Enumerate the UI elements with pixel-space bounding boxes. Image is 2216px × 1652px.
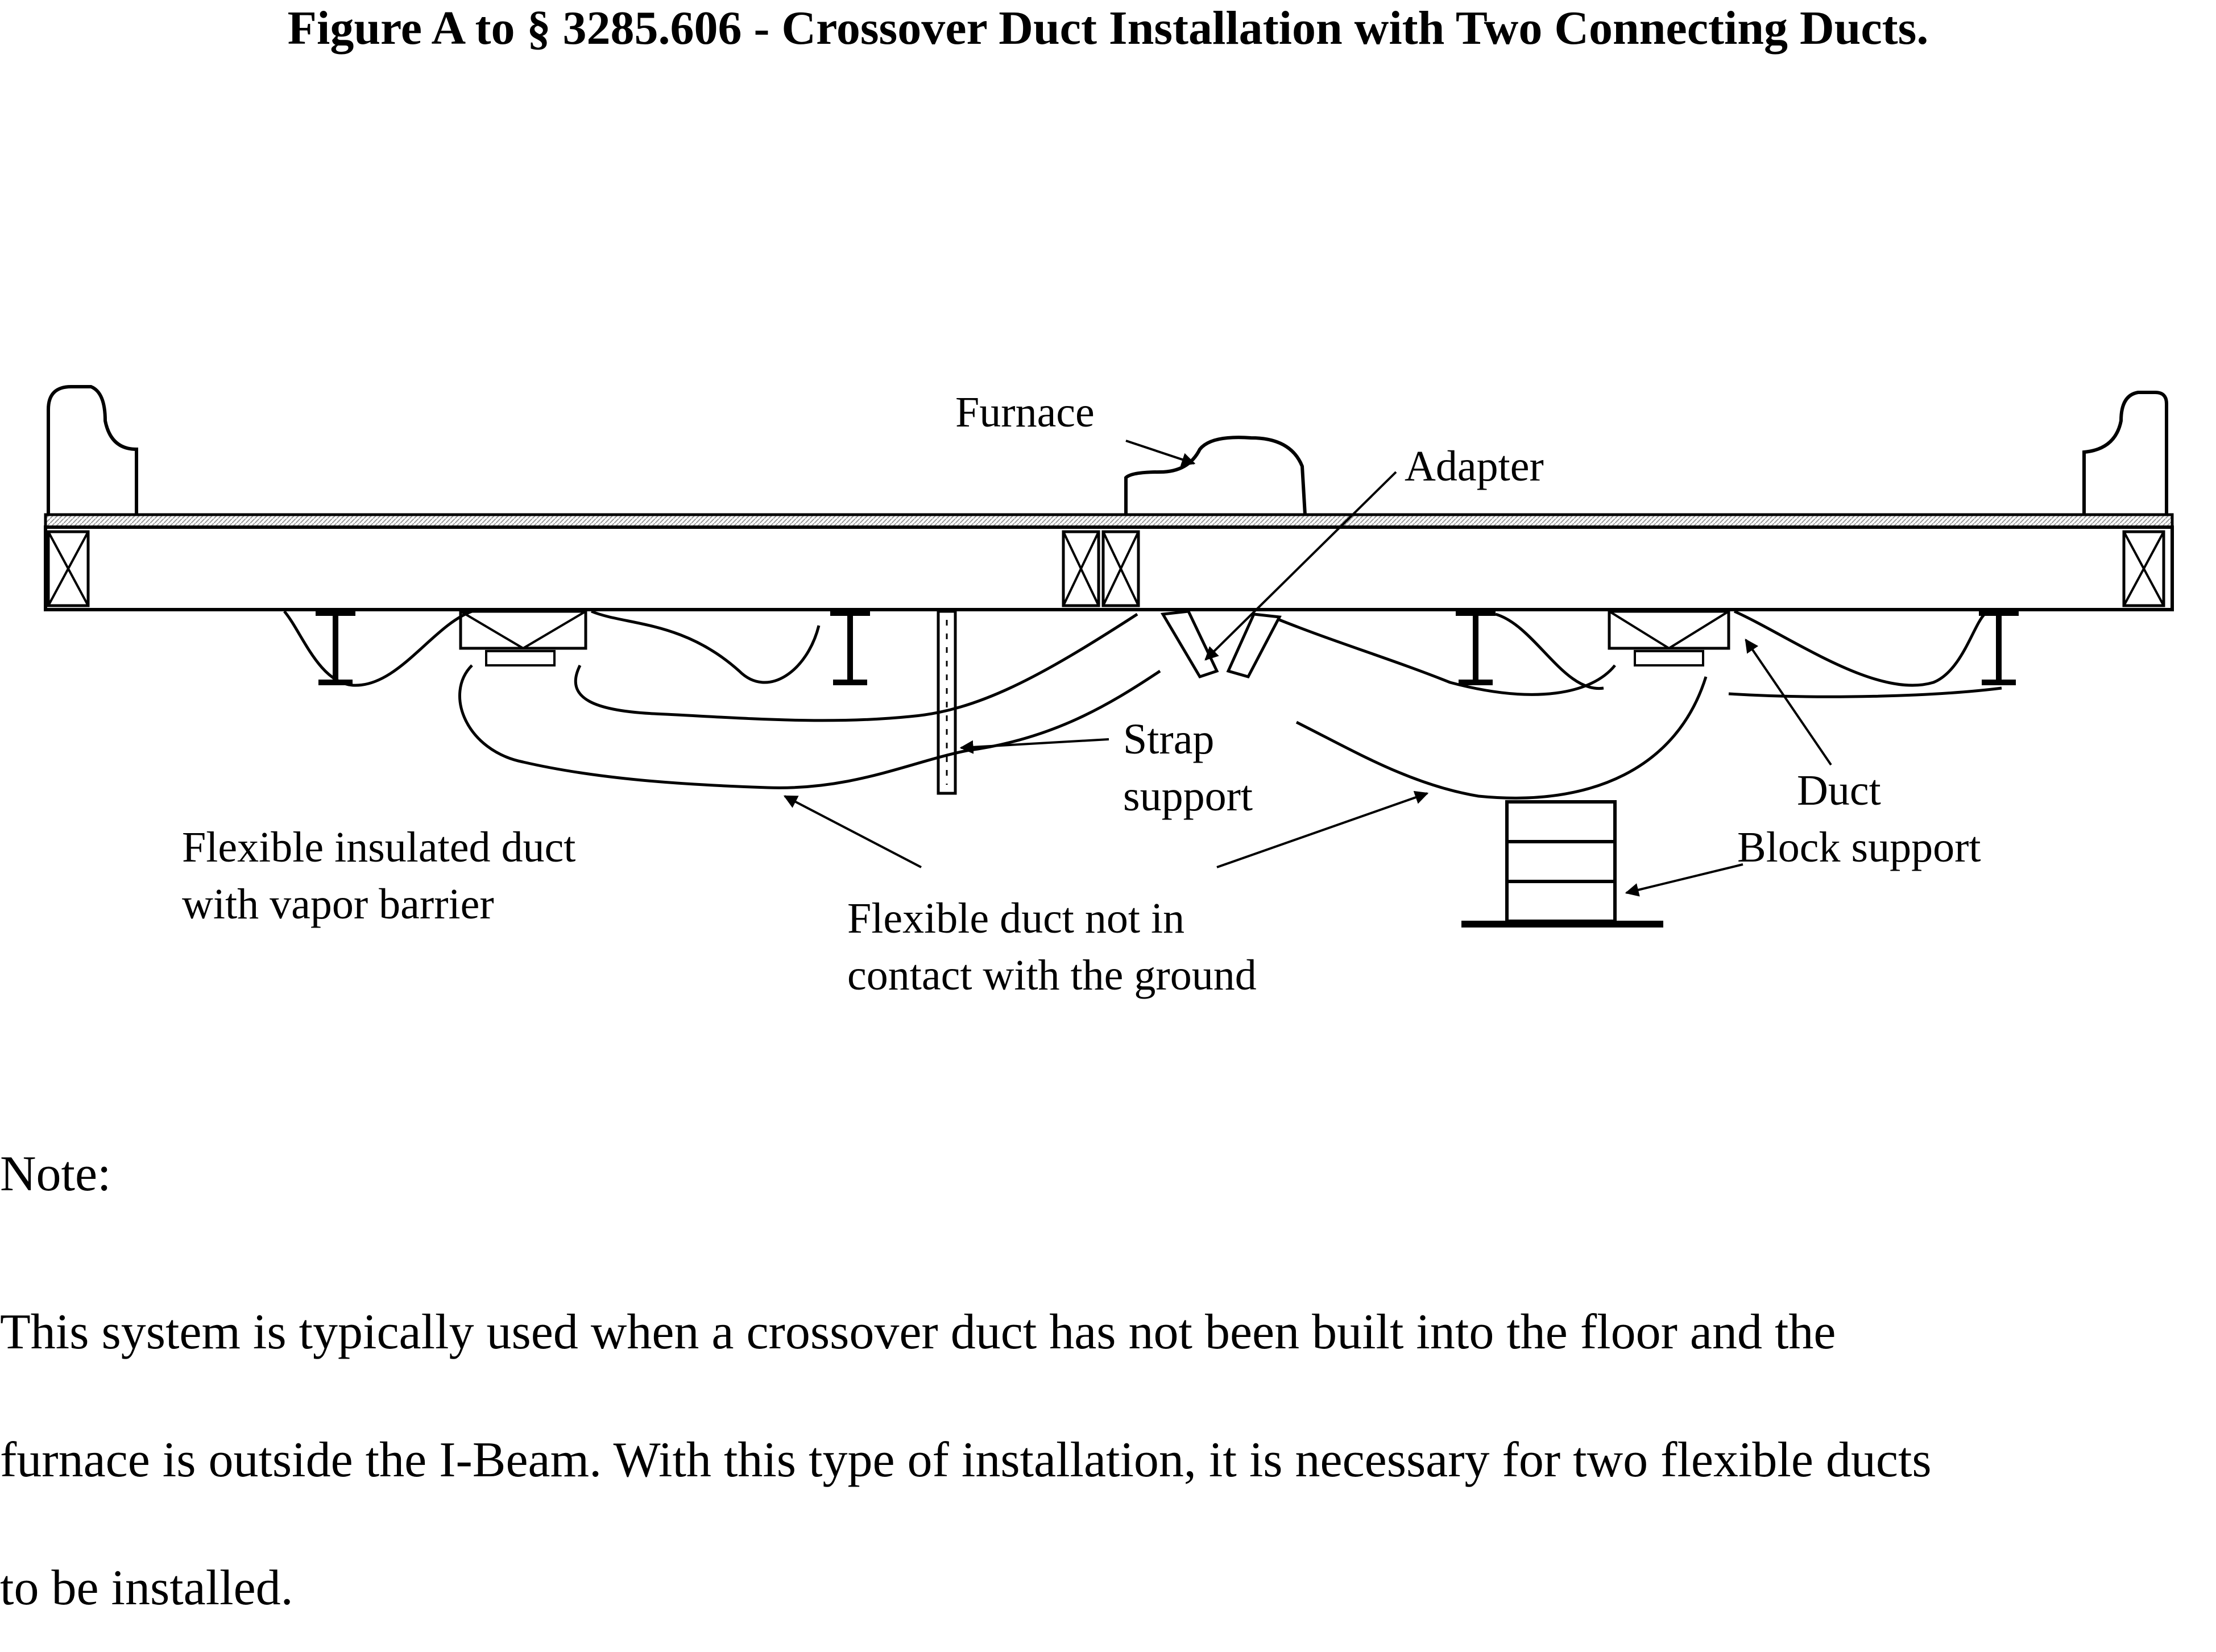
figure-title: Figure A to § 3285.606 - Crossover Duct … <box>287 2 1929 55</box>
block-leader <box>1625 863 1743 897</box>
left-end-wall <box>47 385 138 517</box>
adapter-label: Adapter <box>1405 442 1544 490</box>
i-beam-4 <box>1979 610 2019 685</box>
crossover-duct-diagram <box>44 385 2174 928</box>
strap-leader <box>959 738 1109 754</box>
block-support-label: Block support <box>1737 823 1981 871</box>
duct-leader <box>1745 639 1832 766</box>
i-beam-3 <box>1456 610 1496 685</box>
flexible-duct-left <box>283 610 1161 789</box>
flexible-duct-right <box>1279 610 2002 800</box>
furnace-leader <box>1125 440 1196 466</box>
furnace <box>1124 436 1307 515</box>
leader-lines <box>783 440 1832 897</box>
adapter-leader <box>1204 471 1397 661</box>
flexible-not-contact-label: Flexible duct not in contact with the gr… <box>847 895 1257 999</box>
strap-support-label: Strap support <box>1123 715 1253 820</box>
marriage-line-joists <box>1062 530 1140 607</box>
rim-joist-right <box>2122 530 2165 607</box>
flex-right-leader <box>1216 790 1429 868</box>
i-beam-2 <box>830 610 870 685</box>
duct-boot-left <box>459 610 587 666</box>
furnace-label: Furnace <box>955 388 1095 436</box>
flex-left-leader <box>783 795 922 868</box>
note-text: This system is typically used when a cro… <box>0 1305 1932 1616</box>
duct-label: Duct <box>1797 767 1881 814</box>
adapter <box>1160 610 1282 679</box>
note-heading: Note: <box>0 1146 111 1202</box>
i-beam-1 <box>316 610 355 685</box>
right-end-wall <box>2082 391 2168 517</box>
block-support <box>1461 800 1663 928</box>
duct-boot-right <box>1608 610 1730 666</box>
flexible-insulated-duct-label: Flexible insulated duct with vapor barri… <box>182 823 576 928</box>
strap-support <box>937 610 957 795</box>
rim-joist-left <box>47 530 90 607</box>
floor-deck-top <box>44 513 2174 529</box>
